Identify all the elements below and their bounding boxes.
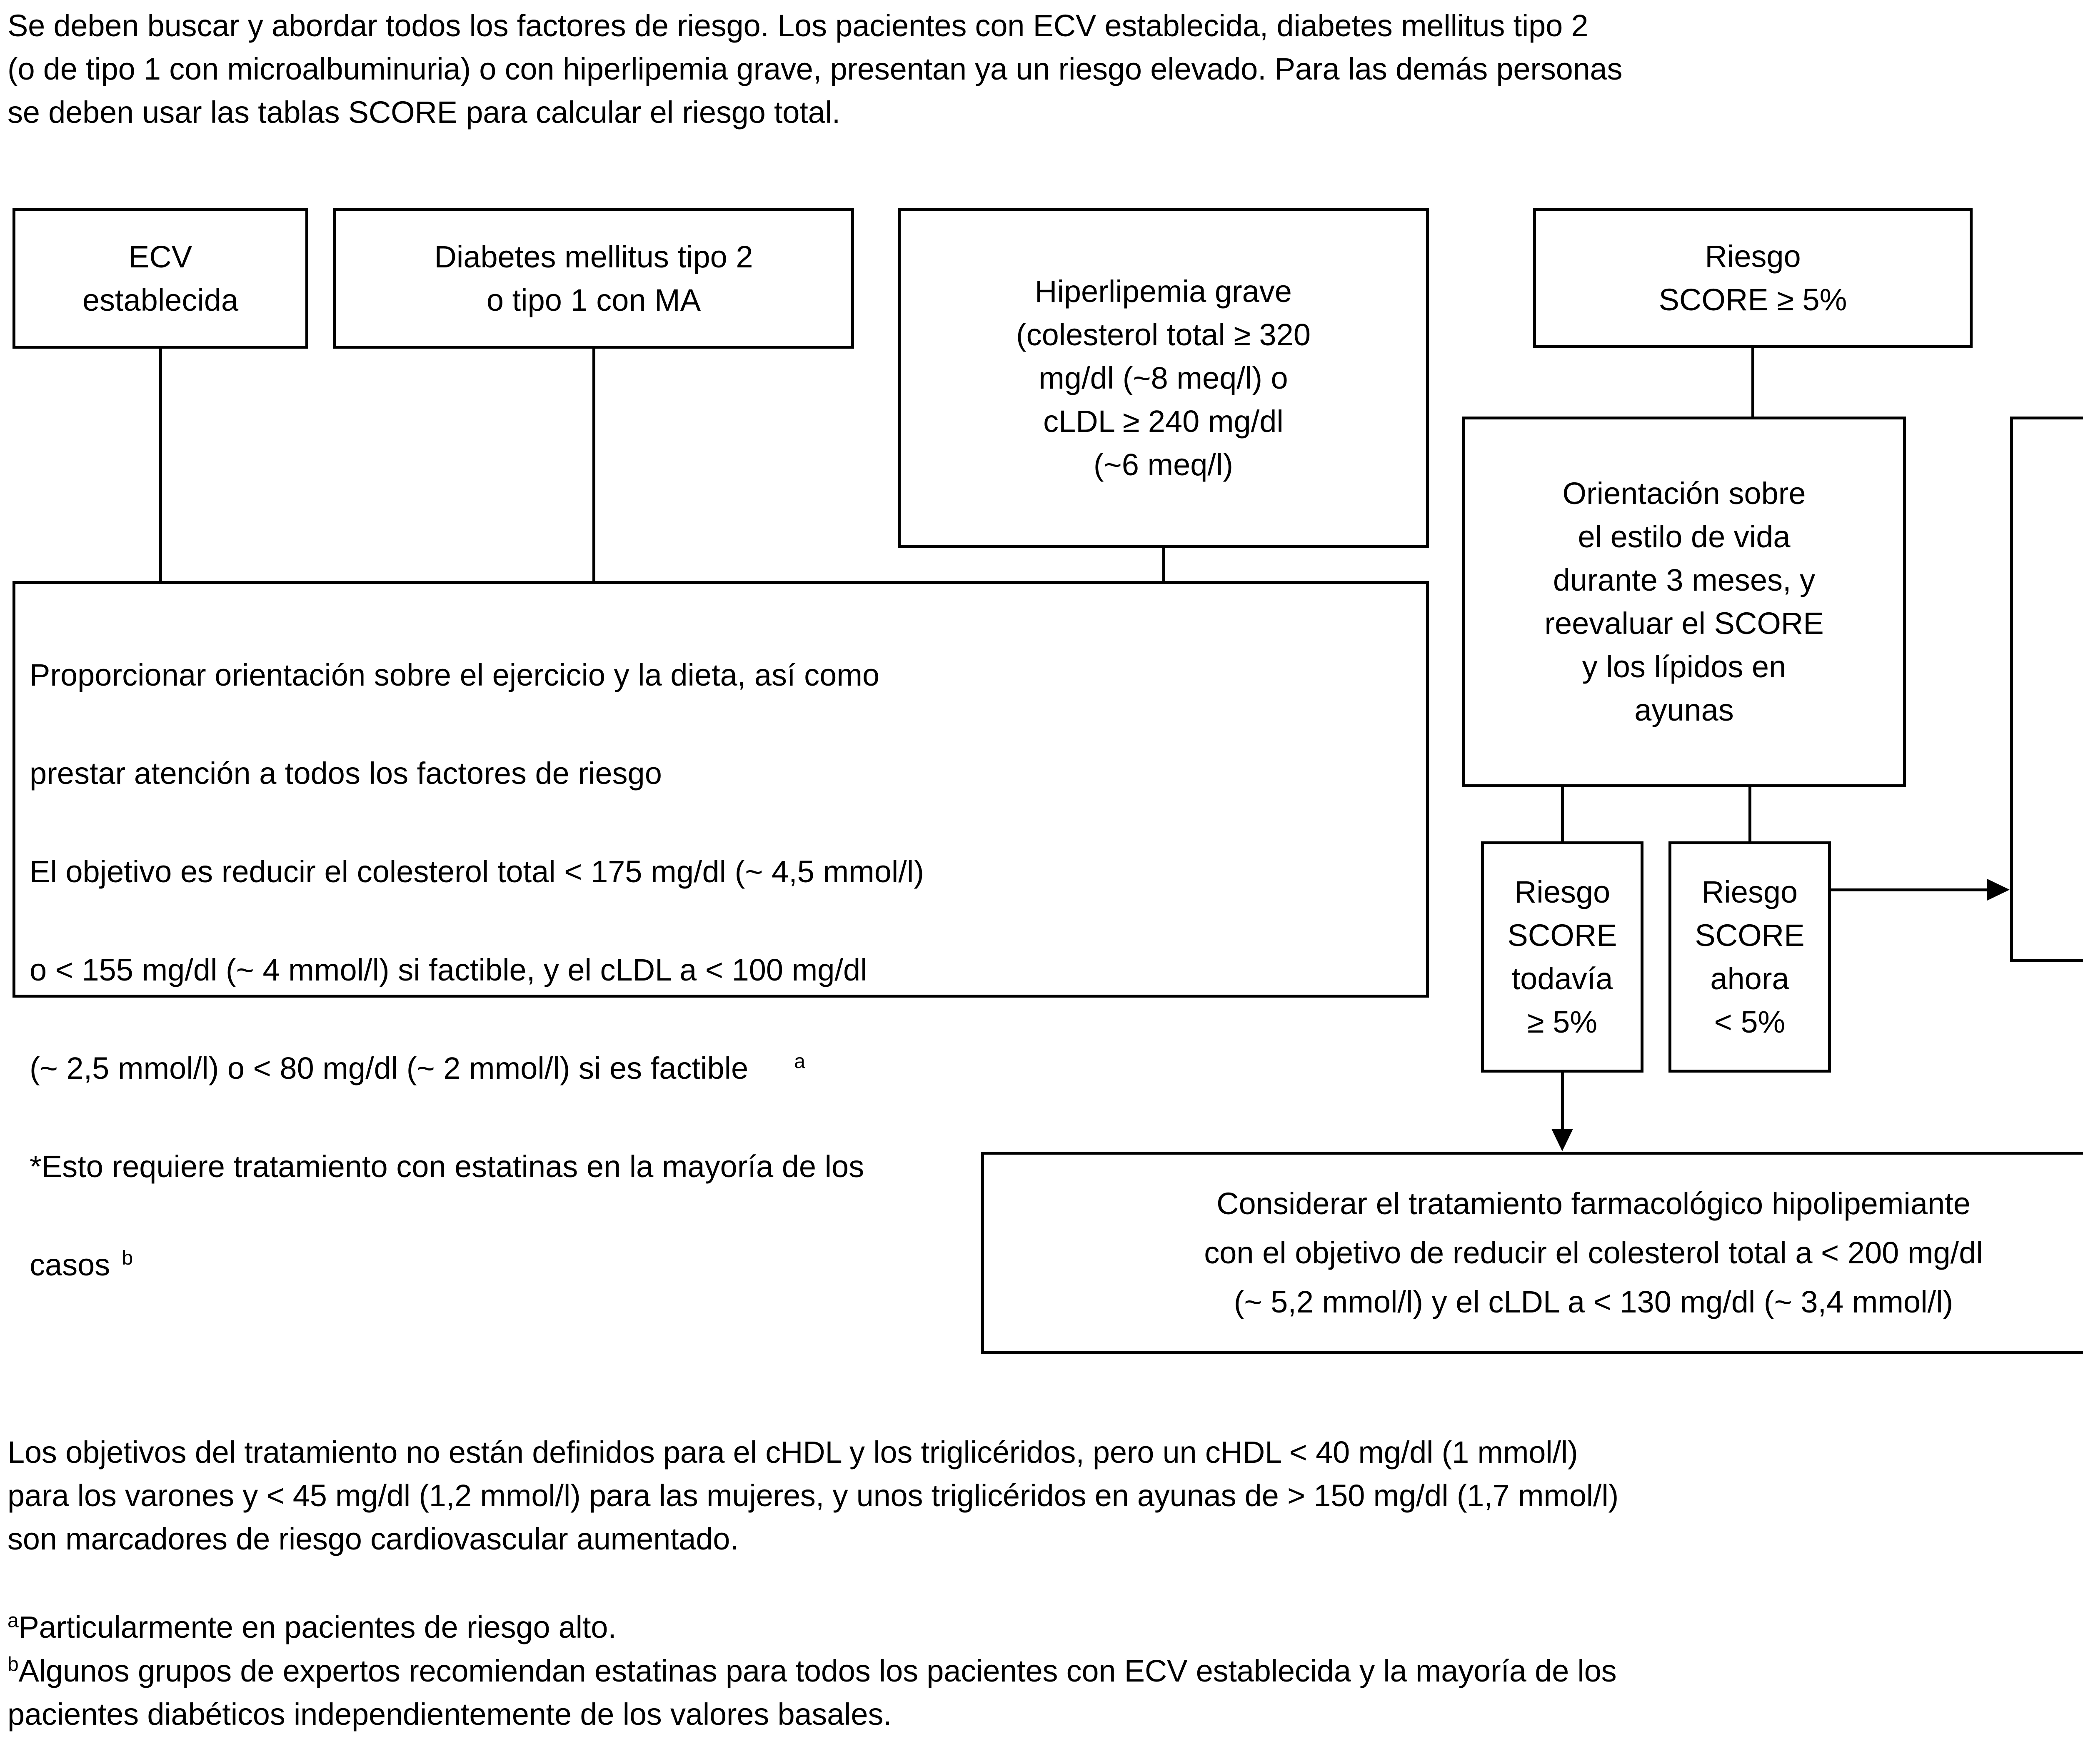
footer-paragraph: Los objetivos del tratamiento no están d… bbox=[7, 1435, 1619, 1556]
footnote-a-marker: a bbox=[7, 1609, 19, 1632]
box-ecv-establecida: ECV establecida bbox=[12, 208, 308, 349]
footnote-marker-a: a bbox=[794, 1050, 805, 1073]
orientacion-line-1: Proporcionar orientación sobre el ejerci… bbox=[30, 658, 880, 692]
box-riesgo-score-todavia-mayor-igual-5: Riesgo SCORE todavía ≥ 5% bbox=[1481, 841, 1643, 1073]
connector-mid-to-riesgo-ahora bbox=[1748, 787, 1751, 841]
arrowhead-right-to-orientacion-right bbox=[1987, 879, 2010, 901]
footnote-marker-b: b bbox=[122, 1247, 133, 1270]
connector-riesgo-ahora-to-right-box bbox=[1831, 888, 1987, 891]
orientacion-line-5-text: (~ 2,5 mmol/l) o < 80 mg/dl (~ 2 mmol/l)… bbox=[30, 1051, 749, 1085]
footnote-b-marker: b bbox=[7, 1653, 19, 1676]
connector-diabetes-to-orientacion bbox=[592, 349, 595, 581]
box-riesgo-score-mayor-igual-5: Riesgo SCORE ≥ 5% bbox=[1533, 208, 1973, 348]
footnote-b-line: bAlgunos grupos de expertos recomiendan … bbox=[7, 1649, 2083, 1736]
footnote-a-line: aParticularmente en pacientes de riesgo … bbox=[7, 1606, 2083, 1649]
arrowhead-down-to-considerar bbox=[1551, 1129, 1573, 1151]
box-considerar-tratamiento-farmacologico: Considerar el tratamiento farmacológico … bbox=[981, 1152, 2083, 1354]
connector-ecv-to-orientacion bbox=[159, 349, 162, 581]
box-hiperlipemia-grave: Hiperlipemia grave (colesterol total ≥ 3… bbox=[898, 208, 1429, 548]
orientacion-line-6: *Esto requiere tratamiento con estatinas… bbox=[30, 1149, 864, 1184]
connector-mid-to-riesgo-todavia bbox=[1561, 787, 1564, 841]
orientacion-line-4: o < 155 mg/dl (~ 4 mmol/l) si factible, … bbox=[30, 953, 867, 987]
intro-paragraph: Se deben buscar y abordar todos los fact… bbox=[7, 8, 1623, 130]
box-riesgo-score-ahora-menor-5: Riesgo SCORE ahora < 5% bbox=[1668, 841, 1831, 1073]
footnote-b-text: Algunos grupos de expertos recomiendan e… bbox=[7, 1654, 1617, 1732]
box-orientacion-ejercicio-dieta: Proporcionar orientación sobre el ejerci… bbox=[12, 581, 1429, 1282]
footnote-a-text: Particularmente en pacientes de riesgo a… bbox=[18, 1610, 617, 1644]
box-diabetes-mellitus: Diabetes mellitus tipo 2 o tipo 1 con MA bbox=[333, 208, 854, 349]
orientacion-line-5: (~ 2,5 mmol/l) o < 80 mg/dl (~ 2 mmol/l)… bbox=[30, 1044, 1414, 1093]
orientacion-line-2: prestar atención a todos los factores de… bbox=[30, 756, 662, 791]
orientacion-line-7-text: casos bbox=[30, 1248, 110, 1282]
orientacion-line-3: El objetivo es reducir el colesterol tot… bbox=[30, 854, 924, 889]
connector-hiperlipemia-to-orientacion bbox=[1162, 548, 1165, 581]
box-orientacion-estilo-vida-3-meses: Orientación sobre el estilo de vida dura… bbox=[1462, 417, 1906, 787]
connector-riesgo-todavia-to-considerar bbox=[1561, 1073, 1564, 1129]
box-orientacion-reducir-colesterol: Orientación sobre el estilo de vida para… bbox=[2010, 417, 2083, 962]
connector-score-high-to-orientacion-mid bbox=[1751, 348, 1754, 417]
